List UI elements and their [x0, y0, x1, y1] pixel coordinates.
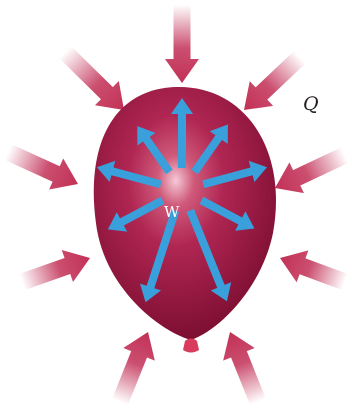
arrow-inward-icon [268, 140, 352, 204]
arrow-inward-icon [214, 326, 274, 409]
arrow-inward-icon [165, 5, 199, 83]
arrow-inward-icon [232, 45, 311, 123]
heat-label: Q [303, 93, 319, 115]
work-label: W [164, 203, 177, 221]
arrow-inward-icon [104, 326, 164, 409]
arrow-inward-icon [16, 242, 95, 298]
arrow-inward-icon [1, 137, 85, 200]
arrow-inward-icon [274, 242, 351, 298]
balloon-knot [183, 339, 199, 353]
